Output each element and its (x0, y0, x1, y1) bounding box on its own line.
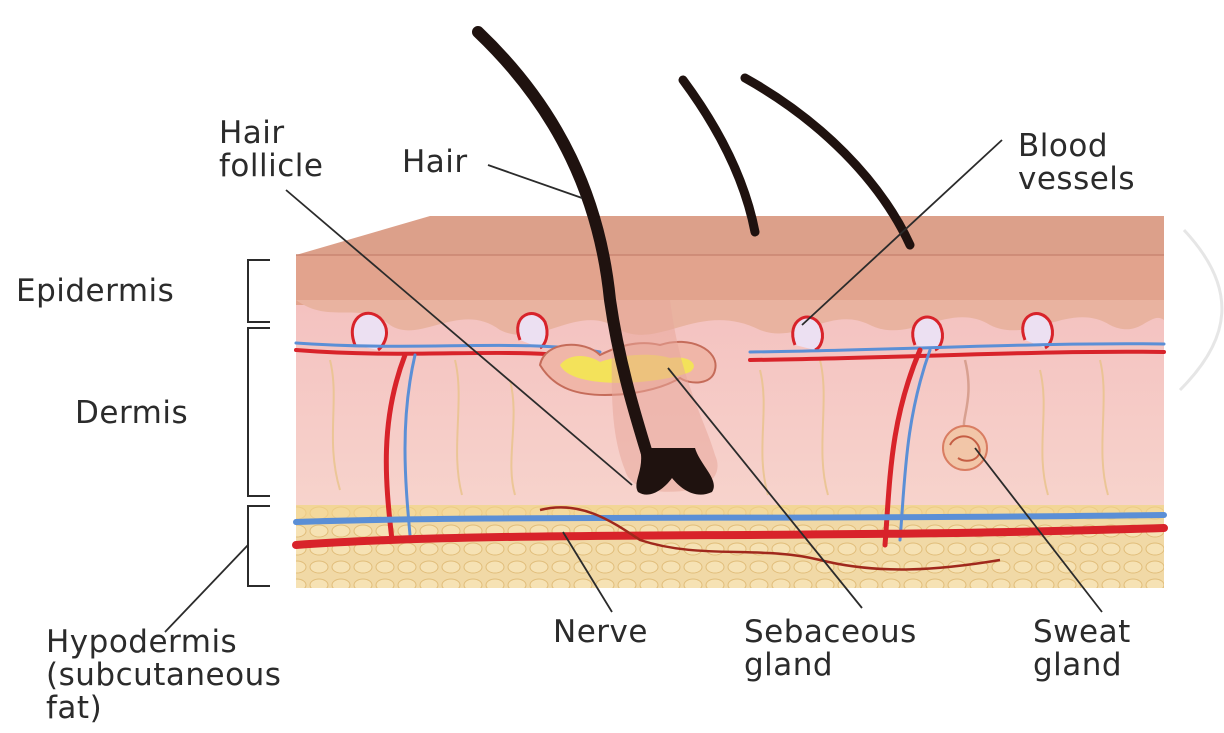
layer-brackets (248, 260, 270, 586)
leader-hair (488, 165, 582, 198)
label-dermis: Dermis (75, 397, 188, 430)
label-sweat-gland: Sweat gland (1033, 616, 1131, 682)
label-hair: Hair (402, 146, 468, 179)
label-epidermis: Epidermis (16, 275, 174, 308)
label-blood-vessels: Blood vessels (1018, 130, 1135, 196)
hypodermis-layer (296, 500, 1164, 588)
label-hypodermis: Hypodermis (subcutaneous fat) (46, 626, 281, 725)
leader-hypodermis (165, 545, 248, 632)
label-nerve: Nerve (553, 616, 648, 649)
page-edge-decoration (1180, 230, 1222, 390)
label-sebaceous-gland: Sebaceous gland (744, 616, 917, 682)
label-hair-follicle: Hair follicle (219, 117, 323, 183)
